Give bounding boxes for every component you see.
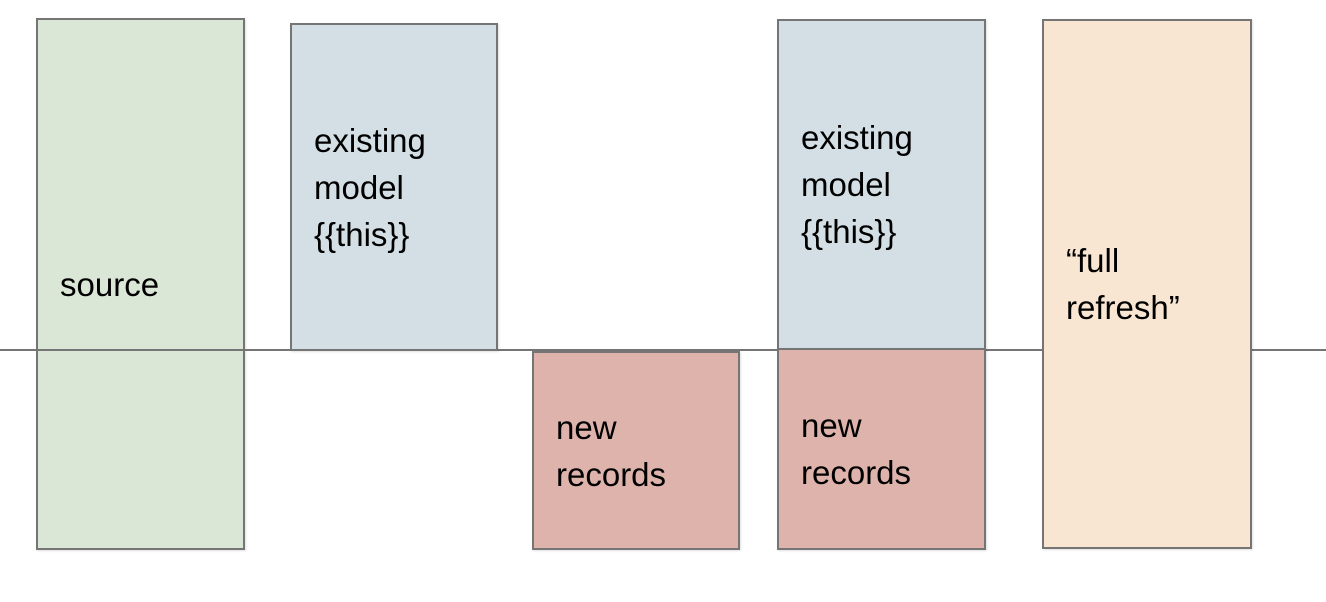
box-new-records-left-label: new records — [556, 408, 667, 493]
timeline-divider-line — [0, 349, 1326, 351]
box-new-records-right-label: new records — [801, 407, 912, 491]
box-existing-model-right-label: existing model {{this}} — [801, 119, 913, 250]
box-source-label: source — [60, 265, 160, 303]
box-full-refresh: “full refresh” — [1042, 19, 1252, 549]
box-full-refresh-label: “full refresh” — [1066, 242, 1180, 326]
box-existing-model-right: existing model {{this}} — [777, 19, 986, 350]
box-source: source — [36, 18, 245, 550]
box-existing-model-left-label: existing model {{this}} — [314, 121, 426, 253]
box-existing-model-left: existing model {{this}} — [290, 23, 498, 351]
box-new-records-right: new records — [777, 348, 986, 550]
box-new-records-left: new records — [532, 351, 740, 550]
